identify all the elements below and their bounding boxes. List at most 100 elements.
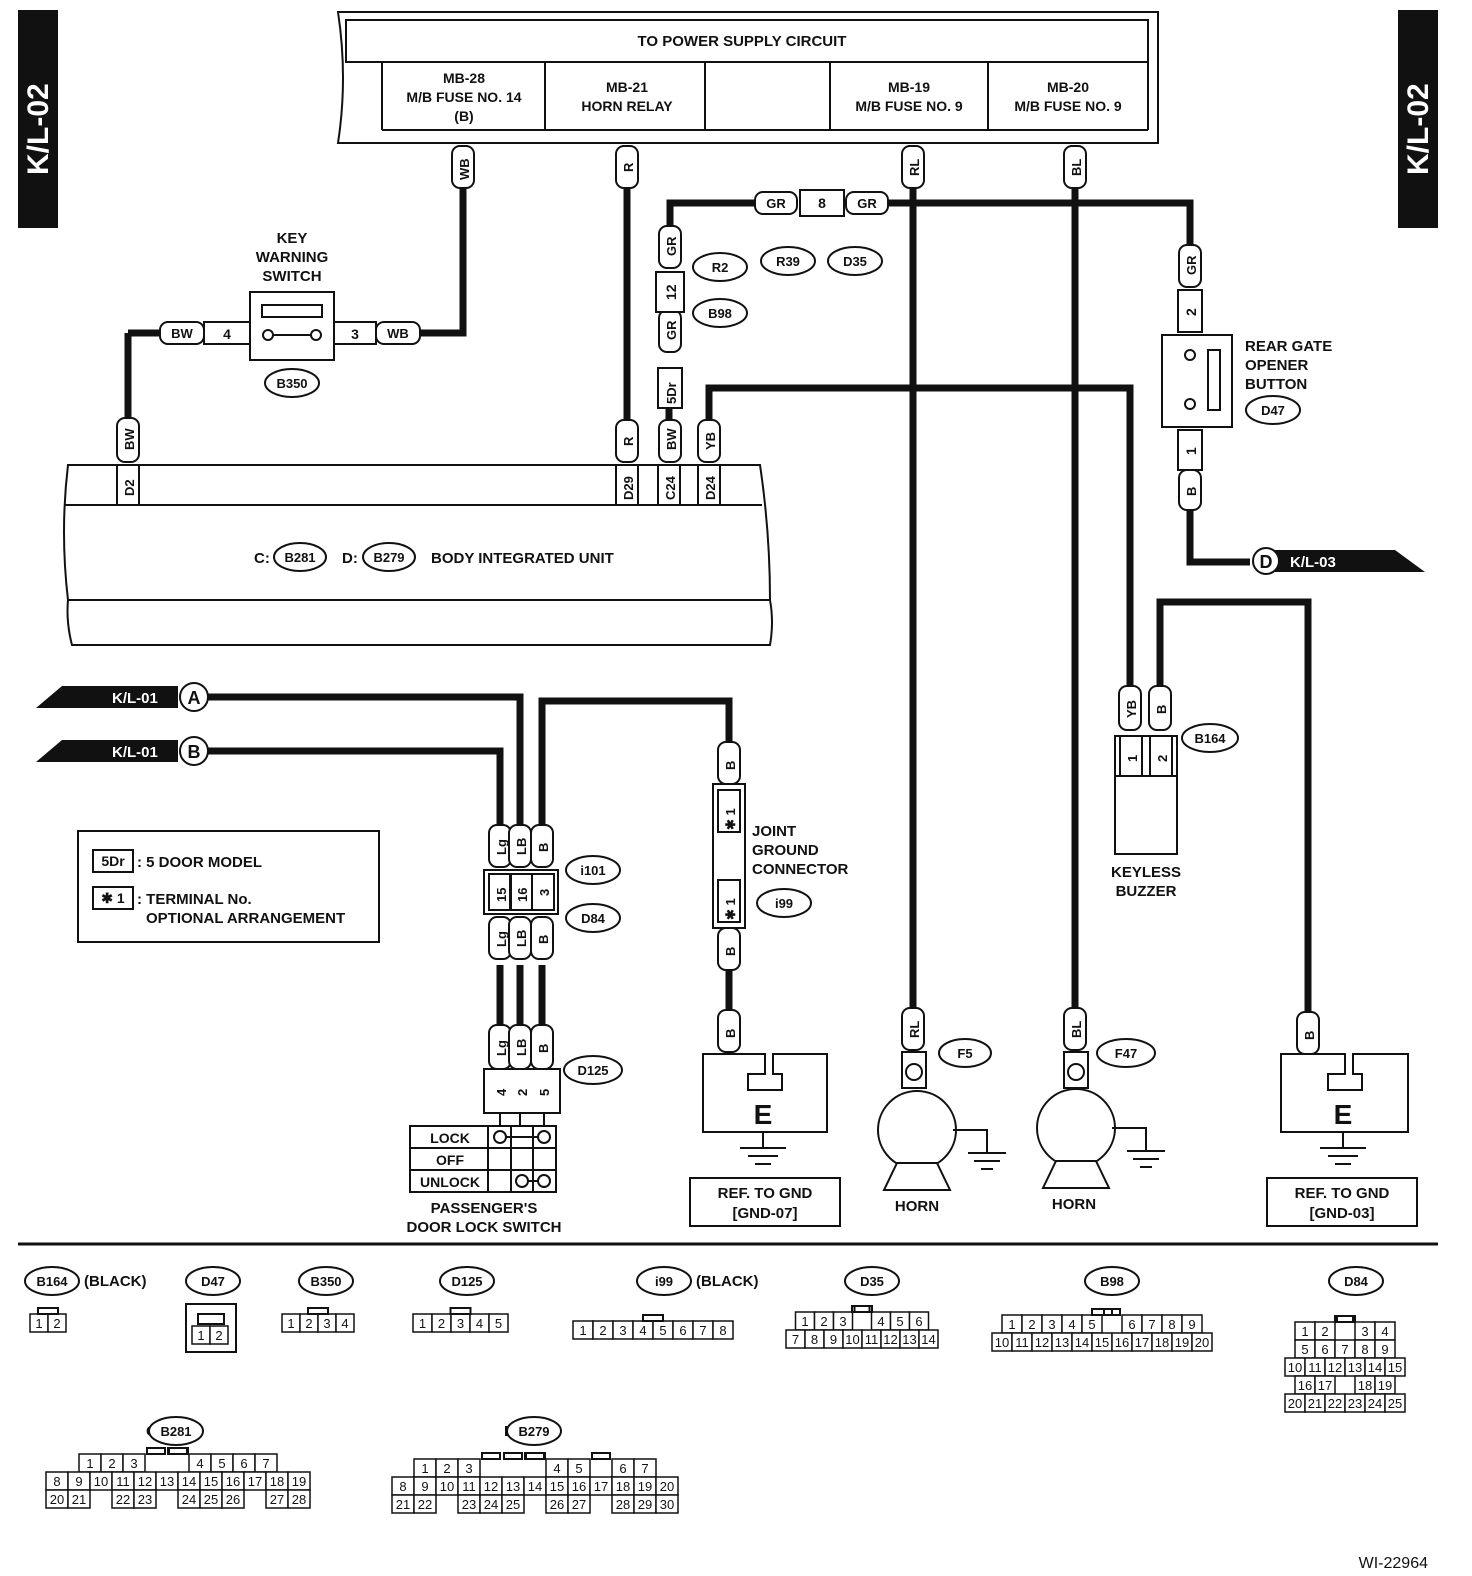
svg-text:OFF: OFF bbox=[436, 1152, 464, 1168]
svg-text:B: B bbox=[1302, 1031, 1317, 1040]
svg-text:KEY: KEY bbox=[277, 230, 308, 247]
ground-e-gnd03: E REF. TO GND [GND-03] bbox=[1266, 1053, 1418, 1227]
connector-pin: 6 bbox=[1321, 1342, 1328, 1357]
connector-pin: 19 bbox=[292, 1474, 306, 1489]
connector-pin: 12 bbox=[138, 1474, 152, 1489]
connector-pin: 1 bbox=[1008, 1317, 1015, 1332]
svg-text:B: B bbox=[723, 947, 738, 956]
connector-view-note: (BLACK) bbox=[696, 1273, 758, 1290]
connector-pin: 17 bbox=[1318, 1378, 1332, 1393]
connector-pin: 1 bbox=[197, 1328, 204, 1343]
connector-pin: 14 bbox=[1075, 1335, 1089, 1350]
wire-label-lb-i101: LB bbox=[508, 824, 532, 868]
connector-pin: 6 bbox=[1128, 1317, 1135, 1332]
svg-text:✱ 1: ✱ 1 bbox=[723, 898, 738, 920]
connector-view-name: B164 bbox=[36, 1274, 68, 1289]
svg-text:REF. TO GND: REF. TO GND bbox=[1295, 1185, 1390, 1202]
connector-pin: 3 bbox=[323, 1316, 330, 1331]
connector-pin: 2 bbox=[108, 1456, 115, 1471]
side-tag-right: K/L-02 bbox=[1398, 10, 1438, 228]
connector-pin: 23 bbox=[462, 1497, 476, 1512]
connector-view-ref bbox=[844, 1266, 900, 1296]
connector-view-ref bbox=[148, 1416, 204, 1446]
svg-text:BUZZER: BUZZER bbox=[1116, 883, 1177, 900]
connector-pin: 14 bbox=[921, 1332, 935, 1347]
connector-pin: 14 bbox=[182, 1474, 196, 1489]
connector-view-b281: C:B2811234567891011121314151617181920212… bbox=[45, 1416, 311, 1509]
svg-text:D47: D47 bbox=[1261, 403, 1285, 418]
svg-text:4: 4 bbox=[223, 326, 231, 342]
svg-text:i99: i99 bbox=[775, 896, 793, 911]
legend: 5Dr : 5 DOOR MODEL ✱ 1 : TERMINAL No. OP… bbox=[77, 830, 380, 943]
svg-text:LOCK: LOCK bbox=[430, 1130, 470, 1146]
figure-id: WI-22964 bbox=[1359, 1555, 1428, 1572]
connector-pin: 14 bbox=[528, 1479, 542, 1494]
svg-text:YB: YB bbox=[703, 432, 718, 450]
side-tag-left: K/L-02 bbox=[18, 10, 58, 228]
wire-label-b-joint-top: B bbox=[717, 741, 741, 785]
svg-text:K/L-02: K/L-02 bbox=[1402, 83, 1435, 175]
svg-text:5Dr: 5Dr bbox=[101, 853, 125, 869]
connector-pin: 22 bbox=[418, 1497, 432, 1512]
five-door-tag: 5Dr bbox=[657, 367, 683, 409]
connector-view-name: B281 bbox=[160, 1424, 191, 1439]
wire-label-rl-f5: RL bbox=[901, 1007, 925, 1051]
svg-text:15: 15 bbox=[494, 888, 509, 902]
connector-pin: 9 bbox=[1188, 1317, 1195, 1332]
arrow-kl03: D K/L-03 bbox=[1252, 547, 1425, 575]
connector-pin: 17 bbox=[594, 1479, 608, 1494]
svg-text:: 5 DOOR MODEL: : 5 DOOR MODEL bbox=[137, 854, 262, 871]
connector-pin: 2 bbox=[599, 1323, 606, 1338]
power-supply-box: TO POWER SUPPLY CIRCUIT MB-28 M/B FUSE N… bbox=[336, 11, 1159, 144]
connector-pin: 18 bbox=[616, 1479, 630, 1494]
connector-pin: 4 bbox=[341, 1316, 348, 1331]
connector-pin: 8 bbox=[399, 1479, 406, 1494]
wire-label-lb-d84: LB bbox=[508, 916, 532, 960]
connector-pin: 19 bbox=[1175, 1335, 1189, 1350]
fuse-mb21-line2: HORN RELAY bbox=[581, 98, 673, 114]
svg-text:K/L-01: K/L-01 bbox=[112, 744, 158, 761]
svg-text:LB: LB bbox=[514, 930, 529, 947]
svg-text:Lg: Lg bbox=[494, 931, 509, 947]
connector-pin: 20 bbox=[1288, 1396, 1302, 1411]
svg-text:B: B bbox=[188, 742, 201, 762]
key-warning-switch: KEY WARNING SWITCH 4 3 bbox=[203, 230, 377, 361]
connector-pin: 13 bbox=[1348, 1360, 1362, 1375]
svg-text:2: 2 bbox=[1155, 755, 1170, 762]
svg-text:K/L-03: K/L-03 bbox=[1290, 554, 1336, 571]
connector-pin: 9 bbox=[75, 1474, 82, 1489]
connector-pin: 2 bbox=[1028, 1317, 1035, 1332]
wire-label-rl-top: RL bbox=[901, 145, 925, 189]
connector-ref-d47: D47 bbox=[1245, 395, 1301, 425]
connector-ref-b98: B98 bbox=[692, 298, 748, 328]
connector-pin: 9 bbox=[1381, 1342, 1388, 1357]
connector-pin: 15 bbox=[204, 1474, 218, 1489]
wire-label-r-top: R bbox=[615, 145, 639, 189]
horn-f47: HORN bbox=[1036, 1051, 1165, 1213]
svg-text:RL: RL bbox=[907, 159, 922, 176]
rear-gate-opener-button: 2 1 REAR GATE OPENER BUTTON bbox=[1161, 289, 1332, 471]
connector-pin: 26 bbox=[550, 1497, 564, 1512]
connector-pin: 17 bbox=[1135, 1335, 1149, 1350]
wire-label-gr-r39-left: GR bbox=[754, 191, 798, 215]
svg-text:BL: BL bbox=[1069, 1021, 1084, 1038]
svg-text:UNLOCK: UNLOCK bbox=[420, 1174, 480, 1190]
svg-text:JOINT: JOINT bbox=[752, 823, 796, 840]
svg-text:B: B bbox=[723, 761, 738, 770]
connector-pin: 16 bbox=[226, 1474, 240, 1489]
connector-pin: 30 bbox=[660, 1497, 674, 1512]
connector-pin: 25 bbox=[204, 1492, 218, 1507]
connector-pin: 4 bbox=[639, 1323, 646, 1338]
connector-pin: 13 bbox=[160, 1474, 174, 1489]
svg-text:: TERMINAL No.: : TERMINAL No. bbox=[137, 891, 252, 908]
connector-view-ref bbox=[1328, 1266, 1384, 1296]
svg-text:F5: F5 bbox=[957, 1046, 972, 1061]
fuse-mb28-line2: M/B FUSE NO. 14 bbox=[406, 89, 521, 105]
svg-text:D:: D: bbox=[342, 550, 358, 567]
connector-pin: 10 bbox=[1288, 1360, 1302, 1375]
connector-ref-i99: i99 bbox=[756, 888, 812, 918]
